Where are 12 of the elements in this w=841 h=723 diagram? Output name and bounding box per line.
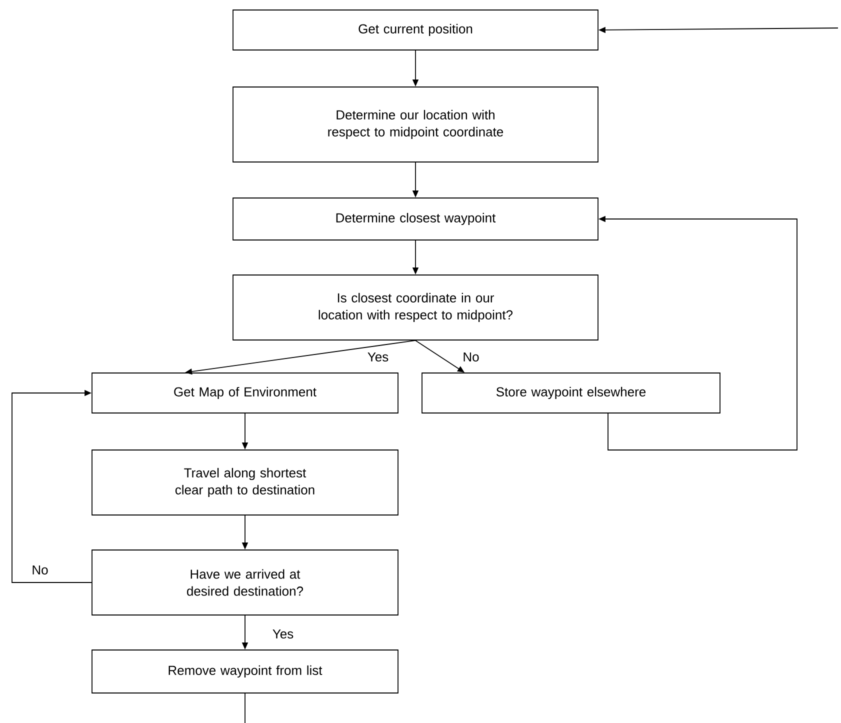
process-box: Have we arrived at desired destination? bbox=[92, 550, 398, 616]
process-box: Travel along shortest clear path to destination bbox=[92, 450, 398, 516]
arrow bbox=[12, 390, 92, 583]
edge-label: No bbox=[462, 351, 480, 363]
process-box: Store waypoint elsewhere bbox=[422, 372, 720, 414]
process-box: Remove waypoint from list bbox=[92, 650, 398, 694]
process-box: Get current position bbox=[232, 10, 598, 50]
process-box: Determine closest waypoint bbox=[232, 198, 598, 240]
process-box: Determine our location with respect to midpoint coordinate bbox=[232, 86, 598, 162]
edge-label: No bbox=[30, 564, 50, 576]
process-box: Is closest coordinate in our location with respect to midpoint? bbox=[232, 274, 598, 340]
process-box: Get Map of Environment bbox=[92, 372, 398, 414]
